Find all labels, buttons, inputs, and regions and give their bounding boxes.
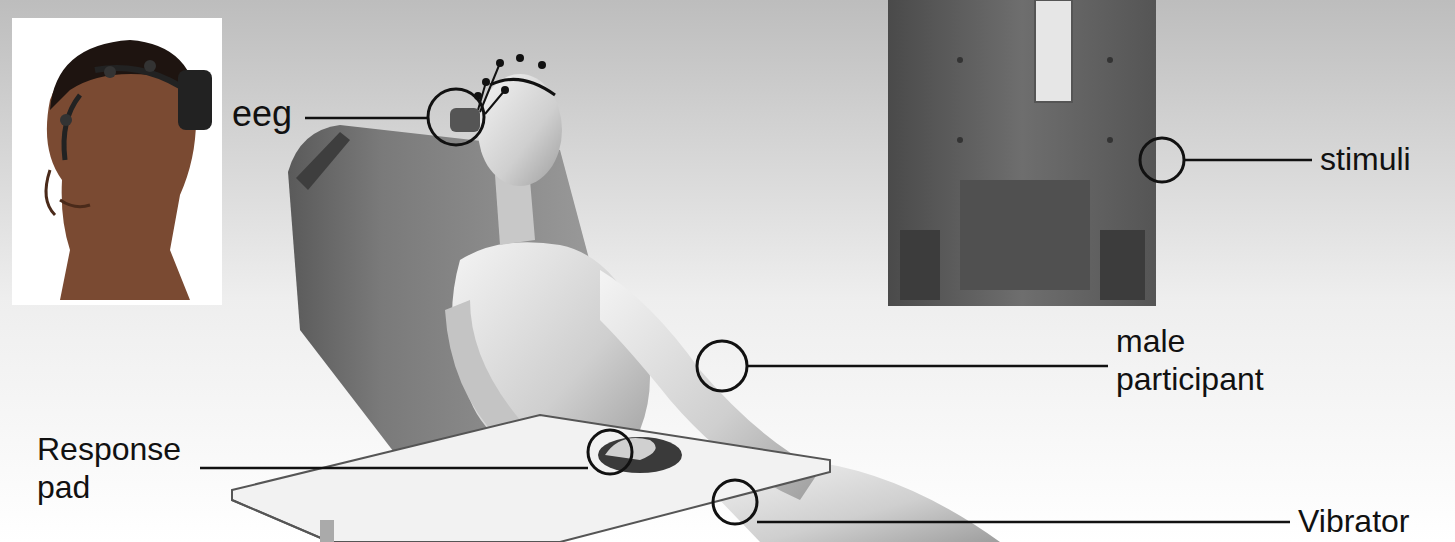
callout-label: Response pad xyxy=(37,430,197,507)
callout-label: eeg xyxy=(232,92,352,135)
leader-line xyxy=(757,521,1290,524)
response-pad xyxy=(598,437,682,473)
callout-circle xyxy=(588,430,632,474)
monitor xyxy=(888,0,1156,306)
leader-line xyxy=(200,467,588,470)
callout-label: Vibrator xyxy=(1298,502,1455,540)
leader-line xyxy=(1184,159,1312,162)
leader-lines xyxy=(200,89,1312,524)
callout-circle xyxy=(428,89,484,145)
table xyxy=(232,415,830,542)
callout-circle xyxy=(713,480,757,524)
callout-circle xyxy=(1140,138,1184,182)
photo-inset xyxy=(12,18,222,305)
leader-line xyxy=(305,117,428,120)
callout-circle xyxy=(697,341,747,391)
callout-label: male participant xyxy=(1116,322,1316,399)
leader-line xyxy=(747,365,1108,368)
callout-label: stimuli xyxy=(1320,140,1455,178)
